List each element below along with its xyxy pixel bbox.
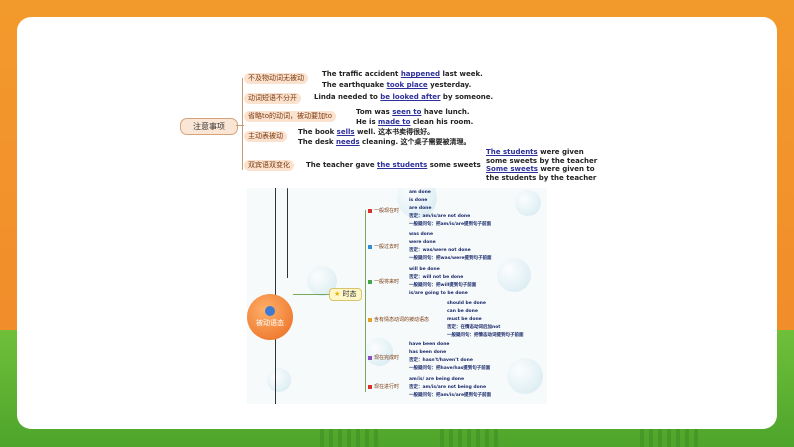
example-sentence: The book sells well. 这本书卖得很好。 (298, 128, 435, 136)
leaf-item: 一般疑问句：把am/is/are提到句子前面 (409, 393, 492, 398)
category-present-perfect: 现在完成时 (368, 354, 399, 361)
example-sentence: He is made to clean his room. (356, 118, 474, 126)
hub-label: 被动语态 (256, 319, 284, 327)
result-sentence: The students were given some sweets by t… (486, 148, 598, 165)
category-marker-icon (368, 317, 372, 322)
leaf-item: is/are going to be done (409, 291, 468, 296)
leaf-item: should be done (447, 301, 486, 306)
branch-active-as-passive: 主动表被动 (244, 131, 287, 142)
category-marker-icon (368, 384, 372, 389)
tense-tag: ★ 时态 (329, 288, 362, 301)
leaf-item: 一般疑问句：把will提到句子前面 (409, 283, 477, 288)
branch-phrasal-verbs: 动词短语不分开 (244, 93, 301, 104)
connector-curve (275, 338, 276, 404)
leaf-item: will be done (409, 267, 440, 272)
leaf-item: is done (409, 198, 428, 203)
leaf-item: 一般疑问句：把am/is/are提到句子前面 (409, 222, 492, 227)
leaf-item: am/is/ are being done (409, 377, 465, 382)
category-simple-future: 一般将来时 (368, 278, 399, 285)
leaf-item: has been done (409, 350, 447, 355)
connector (293, 294, 329, 295)
leaf-item: 否定：was/were not done (409, 248, 471, 253)
leaf-item: have been done (409, 342, 450, 347)
leaf-item: were done (409, 240, 436, 245)
refresh-icon (265, 306, 275, 316)
leaf-item: am done (409, 190, 431, 195)
bubble-decoration (365, 338, 393, 366)
leaf-item: 否定：在情态动词后加not (447, 325, 501, 330)
leaf-item: 一般疑问句：把have/has提到句子前面 (409, 366, 491, 371)
notes-mind-map: 注意事项 不及物动词无被动 The traffic accident happe… (180, 68, 610, 183)
connector (236, 125, 244, 126)
leaf-item: must be done (447, 317, 482, 322)
bubble-decoration (507, 358, 543, 394)
example-sentence: The earthquake took place yesterday. (322, 81, 472, 89)
tense-mind-map: 被动语态 ★ 时态 一般现在时 一般过去时 一般将来时 含有情态动词的被动语态 … (247, 188, 547, 404)
bubble-decoration (267, 368, 291, 392)
leaf-item: can be done (447, 309, 478, 314)
branch-omitted-to: 省略to的动词，被动要加to (244, 111, 337, 122)
notes-root-node: 注意事项 (180, 118, 238, 135)
example-sentence: The desk needs cleaning. 这个桌子需要被清理。 (298, 138, 471, 146)
leaf-item: 否定：will not be done (409, 275, 464, 280)
result-sentence: Some sweets were given to the students b… (486, 165, 597, 182)
branch-intransitive: 不及物动词无被动 (244, 73, 308, 84)
leaf-item: 否定：am/is/are not done (409, 214, 471, 219)
leaf-item: are done (409, 206, 432, 211)
example-sentence: Tom was seen to have lunch. (356, 108, 470, 116)
connector-curve (275, 188, 276, 296)
example-sentence: The teacher gave the students some sweet… (306, 161, 481, 169)
branch-double-object: 双宾语双变化 (244, 160, 294, 171)
category-marker-icon (368, 244, 372, 249)
bubble-decoration (497, 258, 531, 292)
connector-curve (287, 188, 288, 278)
connector (365, 210, 366, 392)
category-simple-present: 一般现在时 (368, 207, 399, 214)
category-present-continuous: 现在进行时 (368, 383, 399, 390)
category-simple-past: 一般过去时 (368, 243, 399, 250)
category-marker-icon (368, 355, 372, 360)
connector (242, 78, 243, 170)
leaf-item: was done (409, 232, 434, 237)
category-modal: 含有情态动词的被动语态 (368, 316, 429, 323)
passive-voice-hub: 被动语态 (247, 294, 293, 340)
star-icon: ★ (334, 290, 341, 298)
example-sentence: Linda needed to be looked after by someo… (314, 93, 494, 101)
leaf-item: 否定：am/is/are not being done (409, 385, 486, 390)
example-sentence: The traffic accident happened last week. (322, 70, 483, 78)
bubble-decoration (515, 190, 541, 216)
category-marker-icon (368, 279, 372, 284)
leaf-item: 一般疑问句：把情态动词提到句子前面 (447, 333, 524, 338)
category-marker-icon (368, 208, 372, 213)
leaf-item: 一般疑问句：把was/were提到句子前面 (409, 256, 492, 261)
leaf-item: 否定：hasn't/haven't done (409, 358, 473, 363)
